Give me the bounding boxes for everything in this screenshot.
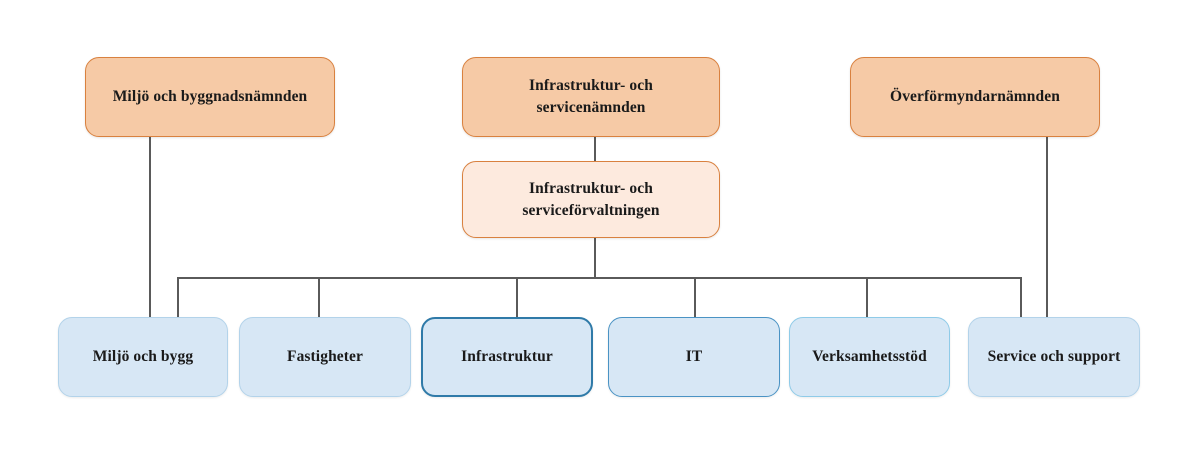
- node-label: IT: [685, 348, 703, 365]
- node-verksamhetsstod[interactable]: Verksamhetsstöd: [789, 317, 950, 397]
- connector-miljonamnd-to-miljoochbygg: [149, 137, 151, 318]
- node-label: Service och support: [987, 348, 1121, 365]
- node-service-och-support[interactable]: Service och support: [968, 317, 1140, 397]
- node-infrastruktur-och-serviceforvaltningen[interactable]: Infrastruktur- och serviceförvaltningen: [462, 161, 720, 238]
- node-label: Infrastruktur- och serviceförvaltningen: [522, 179, 660, 219]
- node-label: Miljö och byggnadsnämnden: [112, 88, 308, 105]
- node-overformyndarnamnden[interactable]: Överförmyndarnämnden: [850, 57, 1100, 137]
- node-infrastruktur-och-servicenamnden[interactable]: Infrastruktur- och servicenämnden: [462, 57, 720, 137]
- node-infrastruktur[interactable]: Infrastruktur: [421, 317, 593, 397]
- node-fastigheter[interactable]: Fastigheter: [239, 317, 411, 397]
- node-label: Infrastruktur- och servicenämnden: [529, 77, 653, 116]
- node-miljo-och-bygg[interactable]: Miljö och bygg: [58, 317, 228, 397]
- connector-bus-drop-fastigheter: [318, 277, 320, 318]
- node-miljo-och-byggnadsnamnden[interactable]: Miljö och byggnadsnämnden: [85, 57, 335, 137]
- node-label: Miljö och bygg: [92, 348, 194, 365]
- connector-overformyndarnamnden-to-serviceochsupport: [1046, 137, 1048, 318]
- connector-servicenamnden-to-forvaltningen: [594, 137, 596, 161]
- connector-bus-drop-it: [694, 277, 696, 318]
- connector-forvaltningen-to-bus: [594, 237, 596, 279]
- node-label: Fastigheter: [287, 348, 363, 365]
- node-label: Verksamhetsstöd: [812, 348, 927, 365]
- connector-bus-drop-miljo-och-bygg: [177, 277, 179, 318]
- connector-bus-drop-infrastruktur: [516, 277, 518, 318]
- node-label: Överförmyndarnämnden: [890, 88, 1060, 105]
- connector-bus-drop-verksamhetsstod: [866, 277, 868, 318]
- node-it[interactable]: IT: [608, 317, 780, 397]
- node-label: Infrastruktur: [461, 348, 553, 365]
- connector-bus-drop-service-och-support: [1020, 277, 1022, 318]
- connector-horizontal-bus: [177, 277, 1022, 279]
